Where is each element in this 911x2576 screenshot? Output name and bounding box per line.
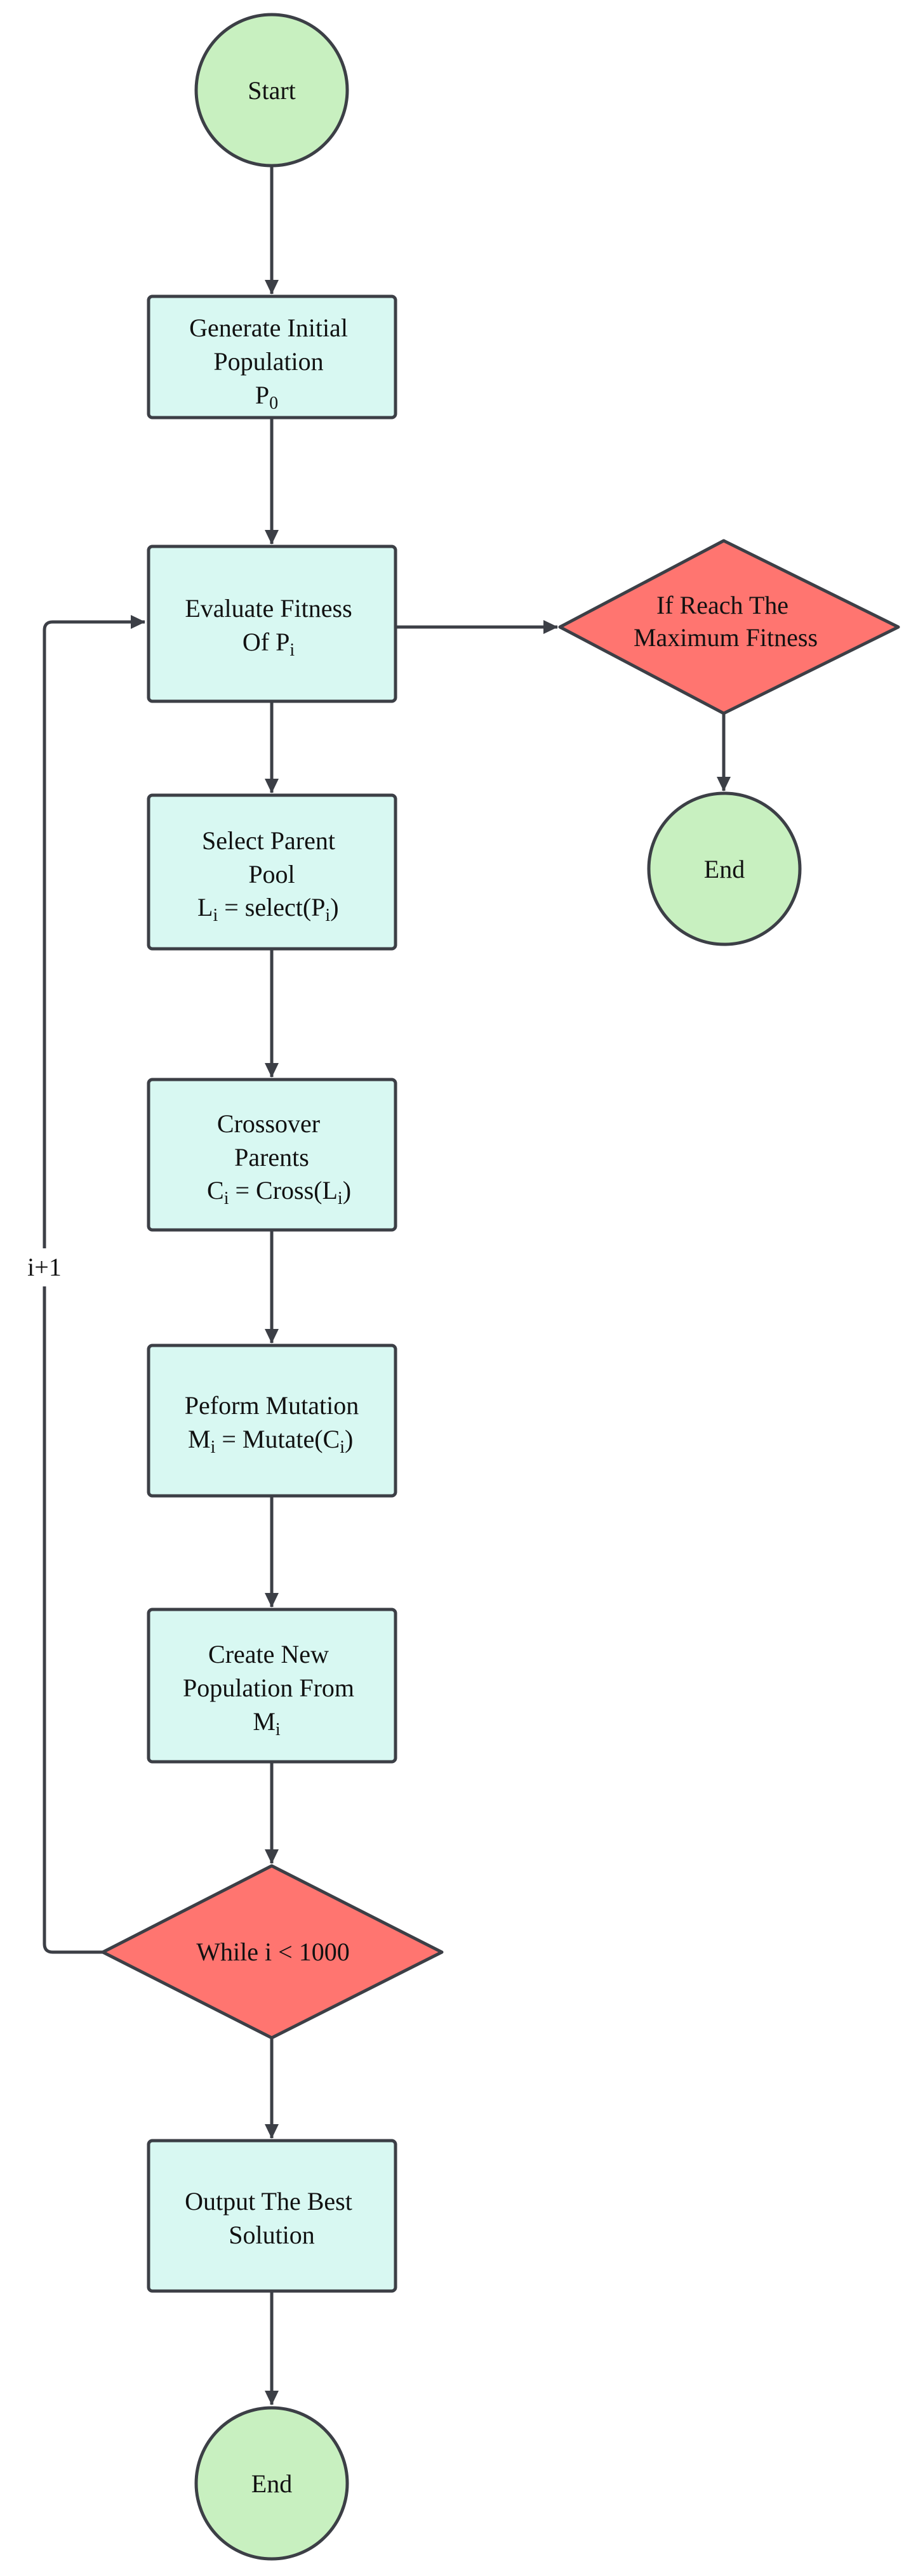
select-line3-b-sub: i bbox=[325, 906, 330, 925]
while-decision-node: While i < 1000 bbox=[101, 1864, 444, 2040]
crossover-line3-b: = Cross(L bbox=[229, 1176, 337, 1205]
crossover-line3: Ci = Cross(Li) bbox=[207, 1176, 351, 1208]
mutation-box bbox=[147, 1344, 397, 1498]
evaluate-line2-sub: i bbox=[289, 640, 295, 660]
select-line3-a-sub: i bbox=[213, 906, 218, 925]
generate-line1: Generate Initial bbox=[189, 314, 348, 342]
while-label: While i < 1000 bbox=[196, 1938, 349, 1966]
generate-population-text: Generate Initial Population P0 bbox=[189, 314, 354, 413]
crossover-node: Crossover Parents Ci = Cross(Li) bbox=[147, 1078, 397, 1232]
select-parent-text: Select Parent Pool bbox=[202, 826, 342, 888]
select-line3-a: L bbox=[197, 893, 213, 921]
while-diamond bbox=[101, 1864, 444, 2040]
start-node: Start bbox=[194, 13, 349, 168]
select-parent-box bbox=[147, 793, 397, 951]
crossover-line3-a-sub: i bbox=[224, 1189, 229, 1208]
max-fitness-text: If Reach The Maximum Fitness bbox=[634, 591, 818, 652]
output-solution-text: Output The Best Solution bbox=[185, 2187, 359, 2249]
mutation-line2-a: M bbox=[188, 1425, 211, 1453]
select-line2: Pool bbox=[248, 860, 295, 888]
mutation-line2-a-sub: i bbox=[211, 1437, 216, 1457]
generate-population-box bbox=[147, 294, 397, 419]
select-line3-b: = select(P bbox=[218, 893, 325, 921]
start-label: Start bbox=[248, 76, 296, 105]
end-circle-bottom bbox=[194, 2406, 349, 2561]
mutation-line2-b-sub: i bbox=[340, 1437, 345, 1457]
loop-label: i+1 bbox=[27, 1253, 62, 1281]
create-population-text: Create New Population From Mi bbox=[183, 1640, 361, 1740]
edge-while-loop-back-to-evaluate bbox=[43, 615, 145, 1954]
end-node-bottom: End bbox=[194, 2406, 349, 2561]
select-parent-node: Select Parent Pool Li = select(Pi) bbox=[147, 793, 397, 951]
output-line2: Solution bbox=[229, 2221, 315, 2249]
loop-label-background bbox=[16, 1248, 73, 1286]
create-line3-sub: i bbox=[276, 1720, 281, 1740]
select-line3-c: ) bbox=[330, 893, 338, 921]
create-population-box bbox=[147, 1608, 397, 1764]
mutation-line2: Mi = Mutate(Ci) bbox=[188, 1425, 353, 1457]
mutation-node: Peform Mutation Mi = Mutate(Ci) bbox=[147, 1344, 397, 1498]
select-line1: Select Parent bbox=[202, 826, 335, 855]
crossover-box bbox=[147, 1078, 397, 1232]
evaluate-line1: Evaluate Fitness bbox=[185, 594, 352, 623]
crossover-line3-b-sub: i bbox=[338, 1189, 343, 1208]
mutation-line1: Peform Mutation bbox=[185, 1391, 359, 1420]
select-line3: Li = select(Pi) bbox=[197, 893, 339, 925]
crossover-line3-c: ) bbox=[343, 1176, 351, 1205]
create-line3-base: M bbox=[253, 1707, 276, 1736]
end-label-top: End bbox=[704, 855, 745, 883]
output-line1: Output The Best bbox=[185, 2187, 352, 2216]
evaluate-line2-base: Of P bbox=[243, 628, 289, 656]
end-node-top: End bbox=[647, 791, 802, 946]
evaluate-fitness-box bbox=[147, 545, 397, 703]
generate-line3-base: P bbox=[255, 381, 269, 409]
edges bbox=[43, 166, 731, 2405]
crossover-line1: Crossover bbox=[217, 1109, 320, 1138]
crossover-text: Crossover Parents bbox=[217, 1109, 326, 1172]
mutation-text: Peform Mutation bbox=[185, 1391, 359, 1420]
mutation-line2-b: = Mutate(C bbox=[215, 1425, 340, 1453]
end-circle-top bbox=[647, 791, 802, 946]
generate-population-node: Generate Initial Population P0 bbox=[147, 294, 397, 419]
create-line1: Create New bbox=[208, 1640, 329, 1668]
crossover-line3-a: C bbox=[207, 1176, 224, 1205]
end-label-bottom: End bbox=[251, 2469, 292, 2498]
generate-line3-sub: 0 bbox=[269, 393, 278, 413]
create-population-node: Create New Population From Mi bbox=[147, 1608, 397, 1764]
max-fitness-line2: Maximum Fitness bbox=[634, 623, 818, 652]
output-solution-box bbox=[147, 2139, 397, 2293]
output-solution-node: Output The Best Solution bbox=[147, 2139, 397, 2293]
create-line2: Population From bbox=[183, 1674, 354, 1702]
start-circle bbox=[194, 13, 349, 168]
evaluate-fitness-text: Evaluate Fitness Of Pi bbox=[185, 594, 358, 660]
mutation-line2-c: ) bbox=[345, 1425, 353, 1453]
generate-line2: Population bbox=[213, 347, 323, 376]
max-fitness-line1: If Reach The bbox=[656, 591, 788, 619]
max-fitness-diamond bbox=[558, 539, 900, 715]
max-fitness-decision-node: If Reach The Maximum Fitness bbox=[558, 539, 900, 715]
evaluate-fitness-node: Evaluate Fitness Of Pi bbox=[147, 545, 397, 703]
crossover-line2: Parents bbox=[234, 1143, 309, 1172]
